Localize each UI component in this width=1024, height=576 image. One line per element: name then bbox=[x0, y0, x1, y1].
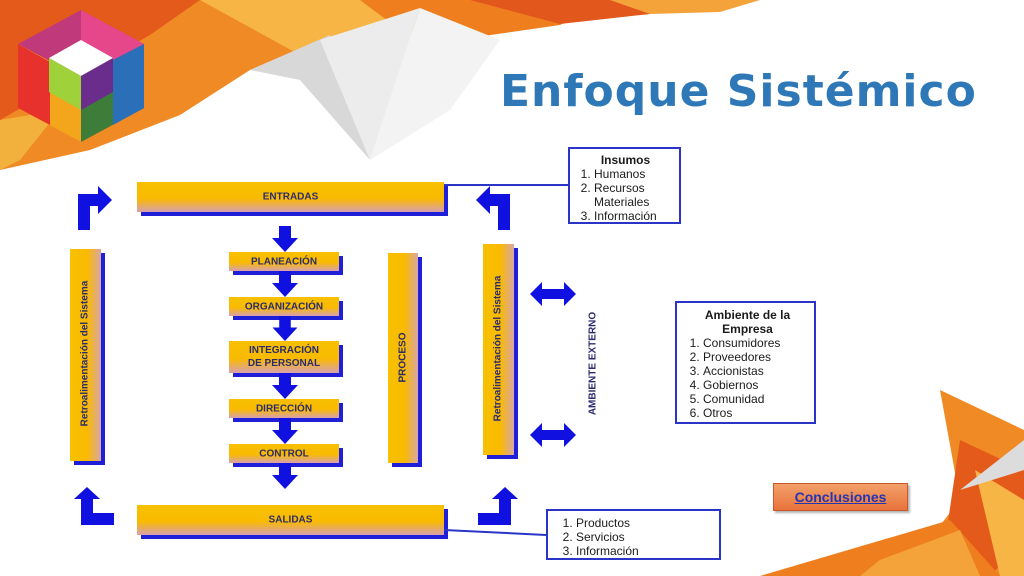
ambiente-box: Ambiente de la Empresa Consumidores Prov… bbox=[675, 301, 816, 424]
entradas-label: ENTRADAS bbox=[262, 191, 319, 203]
double-arrow-icon bbox=[530, 423, 576, 447]
page-title: Enfoque Sistémico bbox=[500, 66, 977, 117]
salidas-list: Productos Servicios Información bbox=[554, 516, 719, 558]
list-item: Gobiernos bbox=[703, 378, 814, 392]
salidas-box: Productos Servicios Información bbox=[546, 509, 721, 560]
step-planeacion: PLANEACIÓN bbox=[229, 252, 339, 271]
step-control: CONTROL bbox=[229, 444, 339, 463]
ambiente-list: Consumidores Proveedores Accionistas Gob… bbox=[681, 336, 814, 420]
arrow-down-icon bbox=[272, 373, 298, 399]
list-item: Recursos Materiales bbox=[594, 181, 654, 209]
bent-arrow-icon bbox=[476, 186, 510, 230]
step-organizacion: ORGANIZACIÓN bbox=[229, 297, 339, 316]
list-item: Humanos bbox=[594, 167, 679, 181]
retroalimentacion-left-bar bbox=[70, 249, 101, 461]
arrow-down-icon bbox=[272, 271, 298, 297]
ambiente-title: Ambiente de la Empresa bbox=[704, 308, 791, 336]
list-item: Consumidores bbox=[703, 336, 814, 350]
salidas-label: SALIDAS bbox=[268, 514, 313, 526]
step-direccion: DIRECCIÓN bbox=[229, 399, 339, 418]
insumos-box: Insumos Humanos Recursos Materiales Info… bbox=[568, 147, 681, 224]
cube-logo-icon bbox=[18, 10, 144, 142]
double-arrow-icon bbox=[530, 282, 576, 306]
arrow-down-icon bbox=[272, 316, 298, 341]
salidas-bar: SALIDAS bbox=[137, 505, 444, 535]
bent-arrow-icon bbox=[74, 487, 114, 525]
bent-arrow-icon bbox=[478, 487, 518, 525]
list-item: Accionistas bbox=[703, 364, 814, 378]
arrow-down-icon bbox=[272, 226, 298, 252]
list-item: Información bbox=[576, 544, 719, 558]
list-item: Información bbox=[594, 209, 679, 223]
bent-arrow-icon bbox=[78, 186, 112, 230]
list-item: Productos bbox=[576, 516, 719, 530]
list-item: Otros bbox=[703, 406, 814, 420]
entradas-bar: ENTRADAS bbox=[137, 182, 444, 212]
step-integracion-de-personal: INTEGRACIÓN DE PERSONAL bbox=[229, 341, 339, 373]
list-item: Servicios bbox=[576, 530, 719, 544]
list-item: Proveedores bbox=[703, 350, 814, 364]
insumos-list: Humanos Recursos Materiales Información bbox=[572, 167, 679, 223]
proceso-bar bbox=[388, 253, 418, 463]
list-item: Comunidad bbox=[703, 392, 814, 406]
arrow-down-icon bbox=[272, 418, 298, 444]
retroalimentacion-right-bar bbox=[483, 244, 514, 455]
insumos-title: Insumos bbox=[600, 153, 651, 167]
conclusiones-button[interactable]: Conclusiones bbox=[773, 483, 908, 511]
arrow-down-icon bbox=[272, 463, 298, 489]
